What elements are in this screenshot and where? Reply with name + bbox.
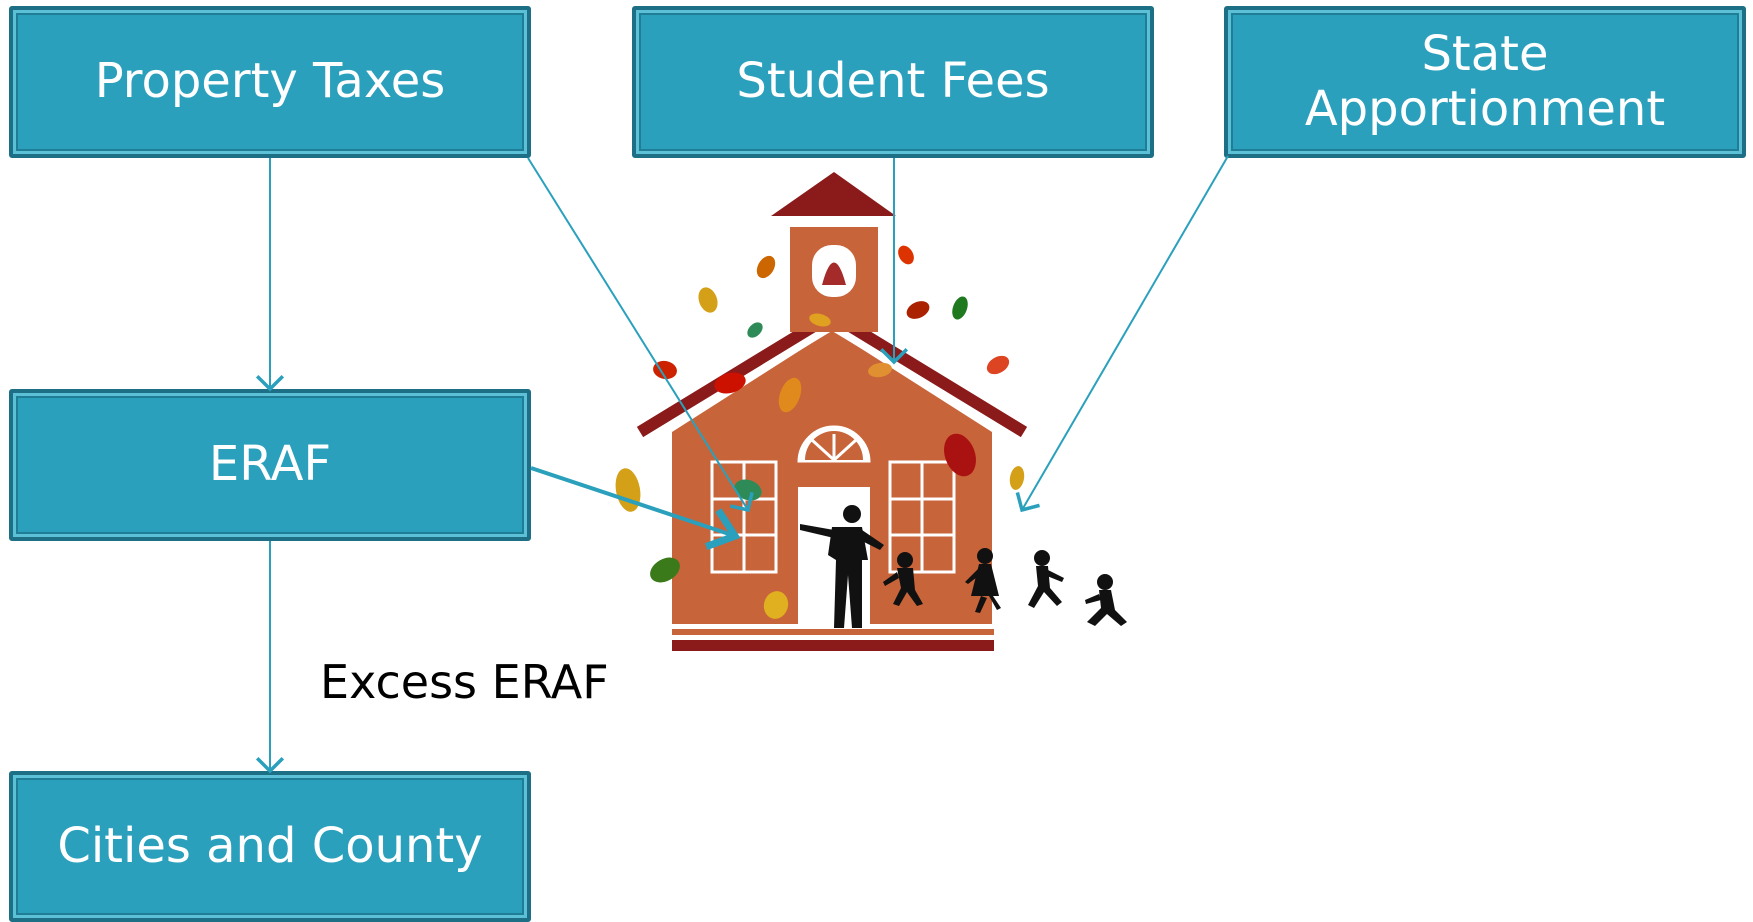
cities-county-label: Cities and County bbox=[57, 817, 483, 874]
property-taxes-label: Property Taxes bbox=[94, 53, 446, 110]
teacher-silhouette bbox=[800, 505, 884, 628]
arrow-state-to-school bbox=[1015, 155, 1229, 513]
arrow-property-to-school bbox=[527, 157, 754, 513]
state-apportionment-label: State Apportionment bbox=[1304, 25, 1666, 137]
connector-lines bbox=[255, 155, 1229, 774]
state-label-line1: State bbox=[1421, 25, 1549, 82]
bell-icon bbox=[822, 262, 846, 285]
state-apportionment-box: State Apportionment bbox=[1224, 6, 1746, 158]
student-fees-label: Student Fees bbox=[736, 53, 1050, 110]
cities-county-box: Cities and County bbox=[9, 771, 531, 922]
schoolhouse-illustration bbox=[615, 172, 1127, 651]
tower-roof bbox=[771, 172, 896, 216]
property-taxes-box: Property Taxes bbox=[9, 6, 531, 158]
excess-eraf-label: Excess ERAF bbox=[320, 655, 609, 709]
school-foundation bbox=[672, 640, 994, 651]
eraf-label: ERAF bbox=[208, 436, 332, 493]
state-label-line2: Apportionment bbox=[1304, 81, 1666, 137]
right-window bbox=[888, 460, 956, 574]
eraf-box: ERAF bbox=[9, 389, 531, 541]
school-wall bbox=[672, 330, 992, 624]
autumn-leaves bbox=[615, 245, 1025, 619]
children-silhouettes bbox=[883, 548, 1127, 626]
student-fees-box: Student Fees bbox=[632, 6, 1154, 158]
arrow-eraf-to-school bbox=[530, 466, 741, 551]
